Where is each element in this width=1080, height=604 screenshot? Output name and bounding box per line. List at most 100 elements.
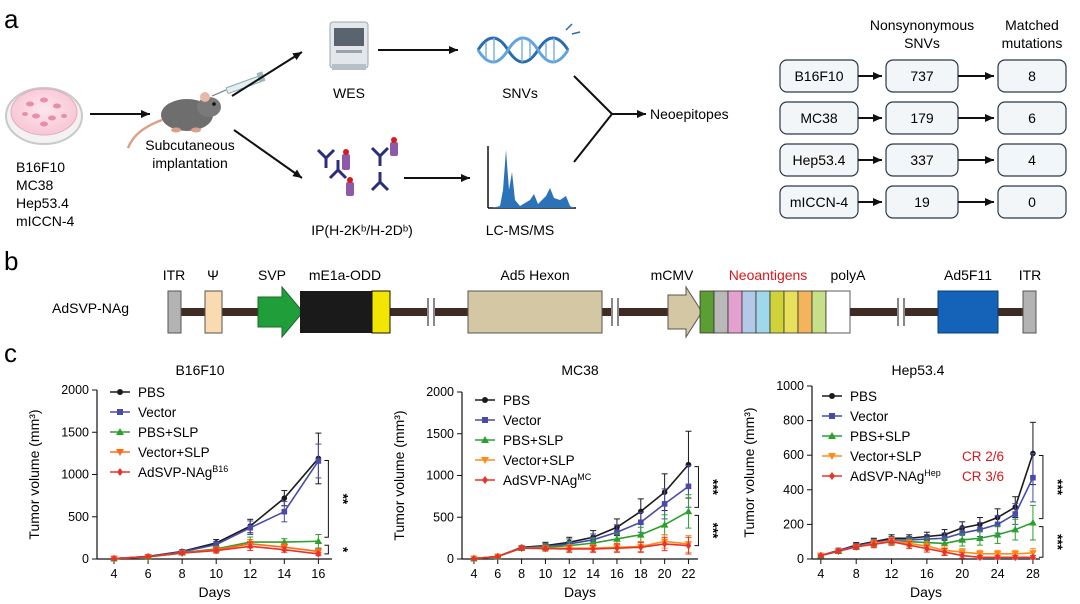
y-tick-label: 1000 xyxy=(61,468,89,482)
hexon-element xyxy=(467,290,603,334)
significance-bracket xyxy=(324,544,329,555)
data-point xyxy=(684,507,693,515)
data-point xyxy=(829,393,835,399)
y-tick-label: 800 xyxy=(783,414,804,428)
data-point xyxy=(281,508,288,515)
y-axis-label: Tumor volume (mm³) xyxy=(391,410,407,540)
legend-label: PBS xyxy=(503,393,530,408)
neoantigen-block xyxy=(769,290,785,334)
f11-label: Ad5F11 xyxy=(944,267,992,283)
chart-title: B16F10 xyxy=(175,362,224,378)
arrow-to-wes xyxy=(231,51,303,97)
x-tick-label: 6 xyxy=(494,567,501,581)
data-point xyxy=(685,461,692,468)
psi-label: Ψ xyxy=(207,267,219,283)
legend-label: AdSVP-NAgHep xyxy=(850,468,941,484)
y-tick-label: 0 xyxy=(797,552,804,566)
data-point xyxy=(213,541,220,548)
y-tick-label: 200 xyxy=(783,517,804,531)
itr-left-label: ITR xyxy=(163,267,186,283)
data-point xyxy=(518,544,525,552)
neoantigen-block xyxy=(713,290,729,334)
y-tick-label: 500 xyxy=(433,510,454,524)
table-cell-snv-text: 737 xyxy=(910,68,934,84)
series-adsvp-nag xyxy=(111,541,322,563)
polya-label: polyA xyxy=(830,267,866,283)
significance-bracket xyxy=(1038,526,1044,558)
significance-label: *** xyxy=(705,523,720,540)
data-point xyxy=(835,547,842,556)
series-pbs-slp xyxy=(470,494,693,562)
significance-bracket xyxy=(694,466,699,508)
data-point xyxy=(958,536,967,543)
significance-label: *** xyxy=(705,479,720,496)
data-point xyxy=(828,453,836,460)
y-tick-label: 1500 xyxy=(61,425,89,439)
table-header-matched: Matched xyxy=(1005,17,1059,33)
data-point xyxy=(871,540,877,549)
data-point xyxy=(1012,511,1019,517)
x-tick-label: 6 xyxy=(145,567,152,581)
chart-title: MC38 xyxy=(561,362,599,378)
data-point xyxy=(818,551,824,560)
table-cell-line-text: MC38 xyxy=(800,110,838,126)
y-tick-label: 2000 xyxy=(426,385,454,399)
mouse-icon xyxy=(126,92,221,149)
data-point xyxy=(117,468,123,476)
y-tick-label: 1000 xyxy=(426,469,454,483)
panel-c-letter: c xyxy=(4,338,17,368)
x-axis-label: Days xyxy=(910,584,942,600)
x-tick-label: 4 xyxy=(470,567,477,581)
data-point xyxy=(1030,474,1036,481)
data-point xyxy=(853,543,859,551)
implant-label: Subcutaneous xyxy=(145,137,235,153)
table-cell-snv-text: 337 xyxy=(910,152,934,168)
x-tick-label: 8 xyxy=(853,567,860,581)
data-point xyxy=(247,524,254,531)
data-point xyxy=(111,554,117,563)
data-point xyxy=(482,417,488,423)
me1a-odd-element xyxy=(300,291,372,333)
data-point xyxy=(829,472,835,480)
data-point xyxy=(637,519,644,526)
neoantigen-block xyxy=(783,290,799,334)
data-point xyxy=(481,457,489,464)
significance-bracket xyxy=(694,514,699,547)
y-tick-label: 400 xyxy=(783,483,804,497)
psi-element xyxy=(204,290,223,334)
panel-a: a B16F10 MC38 Hep53.4 mICCN-4 xyxy=(4,4,1067,238)
data-point xyxy=(941,548,948,556)
data-point xyxy=(1030,553,1036,562)
legend-label: Vector+SLP xyxy=(503,453,575,468)
legend-label: Vector+SLP xyxy=(138,445,210,460)
table-cell-matched-text: 0 xyxy=(1028,194,1036,210)
data-point xyxy=(940,539,949,547)
significance-label: ** xyxy=(335,494,350,505)
legend-label: PBS xyxy=(850,389,877,404)
neoantigen-block xyxy=(699,290,715,334)
data-point xyxy=(117,389,123,395)
series-line xyxy=(473,510,689,560)
legend-label: AdSVP-NAgMC xyxy=(503,472,592,488)
table-cell-matched xyxy=(997,143,1067,177)
petri-dish-icon xyxy=(5,87,83,145)
x-tick-label: 16 xyxy=(920,567,934,581)
table-cell-line-text: mICCN-4 xyxy=(790,194,849,210)
data-point xyxy=(977,526,983,533)
table-cell-matched xyxy=(997,101,1067,135)
significance-bracket xyxy=(1038,454,1044,520)
x-tick-label: 8 xyxy=(179,567,186,581)
data-point xyxy=(1012,553,1019,562)
data-point xyxy=(116,428,124,435)
x-tick-label: 14 xyxy=(586,567,600,581)
y-axis-label: Tumor volume (mm³) xyxy=(741,407,757,537)
data-point xyxy=(637,508,644,515)
table-cell-matched-text: 6 xyxy=(1028,110,1036,126)
significance-label: * xyxy=(335,547,350,553)
ms-spectrum-icon xyxy=(487,146,576,209)
